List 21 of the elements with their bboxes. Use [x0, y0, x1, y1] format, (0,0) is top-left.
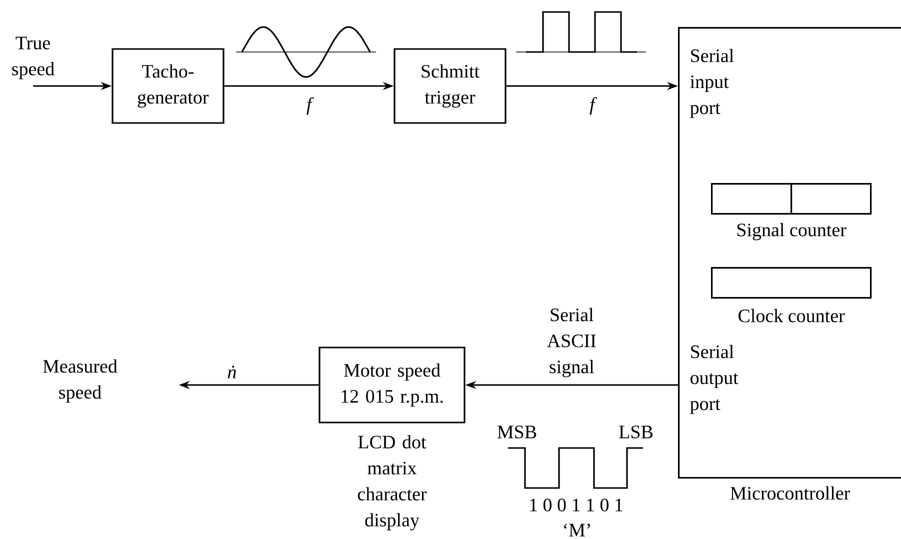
counter-register: Signal counter — [711, 183, 872, 240]
block-box: Tacho-generator — [112, 48, 224, 124]
signal-label: ṅ — [228, 366, 236, 378]
bit-label: MSB — [498, 426, 536, 438]
box-title: Microcontroller — [730, 486, 850, 500]
port-label: Serial output port — [690, 344, 738, 414]
port-label: Serial input port — [690, 48, 734, 118]
output-label: Measured speed — [43, 359, 118, 403]
node-label: LCD dot matrix character display — [358, 435, 427, 530]
bit-label: ‘M’ — [564, 524, 590, 536]
signal-label: f — [306, 97, 314, 115]
node-label: Signal counter — [737, 222, 846, 240]
block-box: Motor speed 12 015 r.p.m. — [318, 346, 466, 424]
input-label: True speed — [12, 36, 54, 80]
signal-label: f — [590, 97, 597, 115]
node-label: Clock counter — [738, 308, 845, 322]
block-box: Schmitt trigger — [394, 48, 506, 124]
signal-label: Serial ASCII signal — [547, 308, 596, 378]
bit-label: LSB — [619, 426, 652, 438]
bit-label: 1 0 0 1 1 0 1 — [530, 498, 622, 512]
counter-register: Clock counter — [711, 267, 872, 322]
